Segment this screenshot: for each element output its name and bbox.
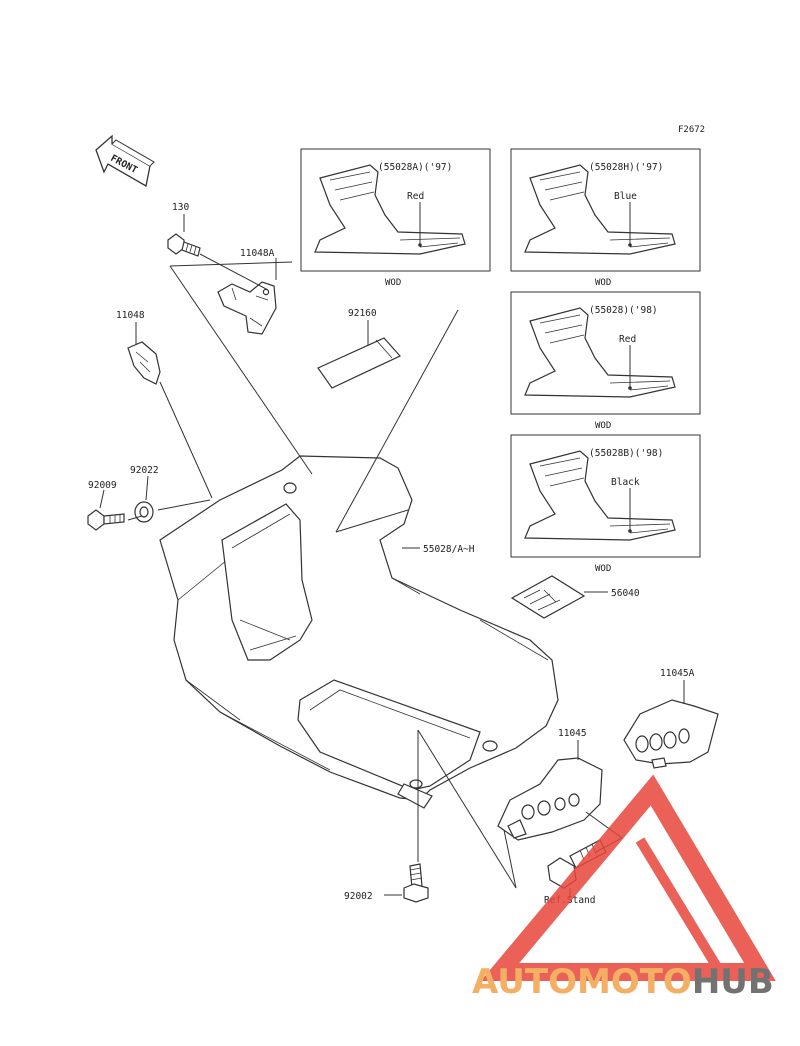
label-92022: 92022	[130, 465, 159, 476]
bracket-11045A: 11045A	[623, 668, 719, 769]
bracket-11045: 11045	[497, 728, 603, 841]
label-11045A: 11045A	[660, 668, 695, 679]
variant-box-4: (55028B)('98) Black WOD	[510, 434, 701, 574]
label-92009: 92009	[88, 480, 117, 491]
clip-11048: 11048	[116, 310, 161, 385]
label-130: 130	[172, 202, 189, 213]
variant-box-3: (55028)('98) Red WOD	[510, 291, 701, 431]
watermark-logo: AUTOMOTOHUB	[472, 774, 776, 1002]
assembly-guide-lines	[127, 261, 623, 889]
variant-footer-2: WOD	[595, 278, 611, 288]
bolt-130: 130	[167, 202, 201, 257]
label-11048: 11048	[116, 310, 145, 321]
variant-code-3: (55028)('98)	[589, 305, 658, 316]
washer-92022: 92022	[130, 465, 159, 523]
decal-56040: 56040	[510, 575, 640, 619]
variant-color-1: Red	[407, 191, 424, 202]
variant-code-4: (55028B)('98)	[589, 448, 663, 459]
variant-code-1: (55028A)('97)	[378, 162, 452, 173]
variant-color-4: Black	[611, 477, 640, 488]
variant-color-3: Red	[619, 334, 636, 345]
label-56040: 56040	[611, 588, 640, 599]
front-arrow-icon: FRONT	[95, 134, 155, 188]
label-92160: 92160	[348, 308, 377, 319]
label-11048A: 11048A	[240, 248, 275, 259]
watermark-text: AUTOMOTOHUB	[472, 962, 774, 1002]
label-11045: 11045	[558, 728, 587, 739]
variant-color-2: Blue	[614, 191, 637, 202]
bolt-92002: 92002	[344, 863, 429, 903]
variant-footer-4: WOD	[595, 564, 611, 574]
variant-box-1: (55028A)('97) Red WOD	[300, 148, 491, 288]
pad-92160: 92160	[317, 308, 401, 389]
bolt-92009: 92009	[87, 480, 125, 531]
variant-footer-1: WOD	[385, 278, 401, 288]
figure-code: F2672	[678, 125, 705, 135]
label-92002: 92002	[344, 891, 373, 902]
label-55028: 55028/A~H	[423, 544, 475, 555]
lower-cowl-55028: 55028/A~H	[159, 455, 559, 809]
bracket-11048A: 11048A	[199, 248, 277, 335]
variant-box-2: (55028H)('97) Blue WOD	[510, 148, 701, 288]
variant-footer-3: WOD	[595, 421, 611, 431]
variant-code-2: (55028H)('97)	[589, 162, 663, 173]
